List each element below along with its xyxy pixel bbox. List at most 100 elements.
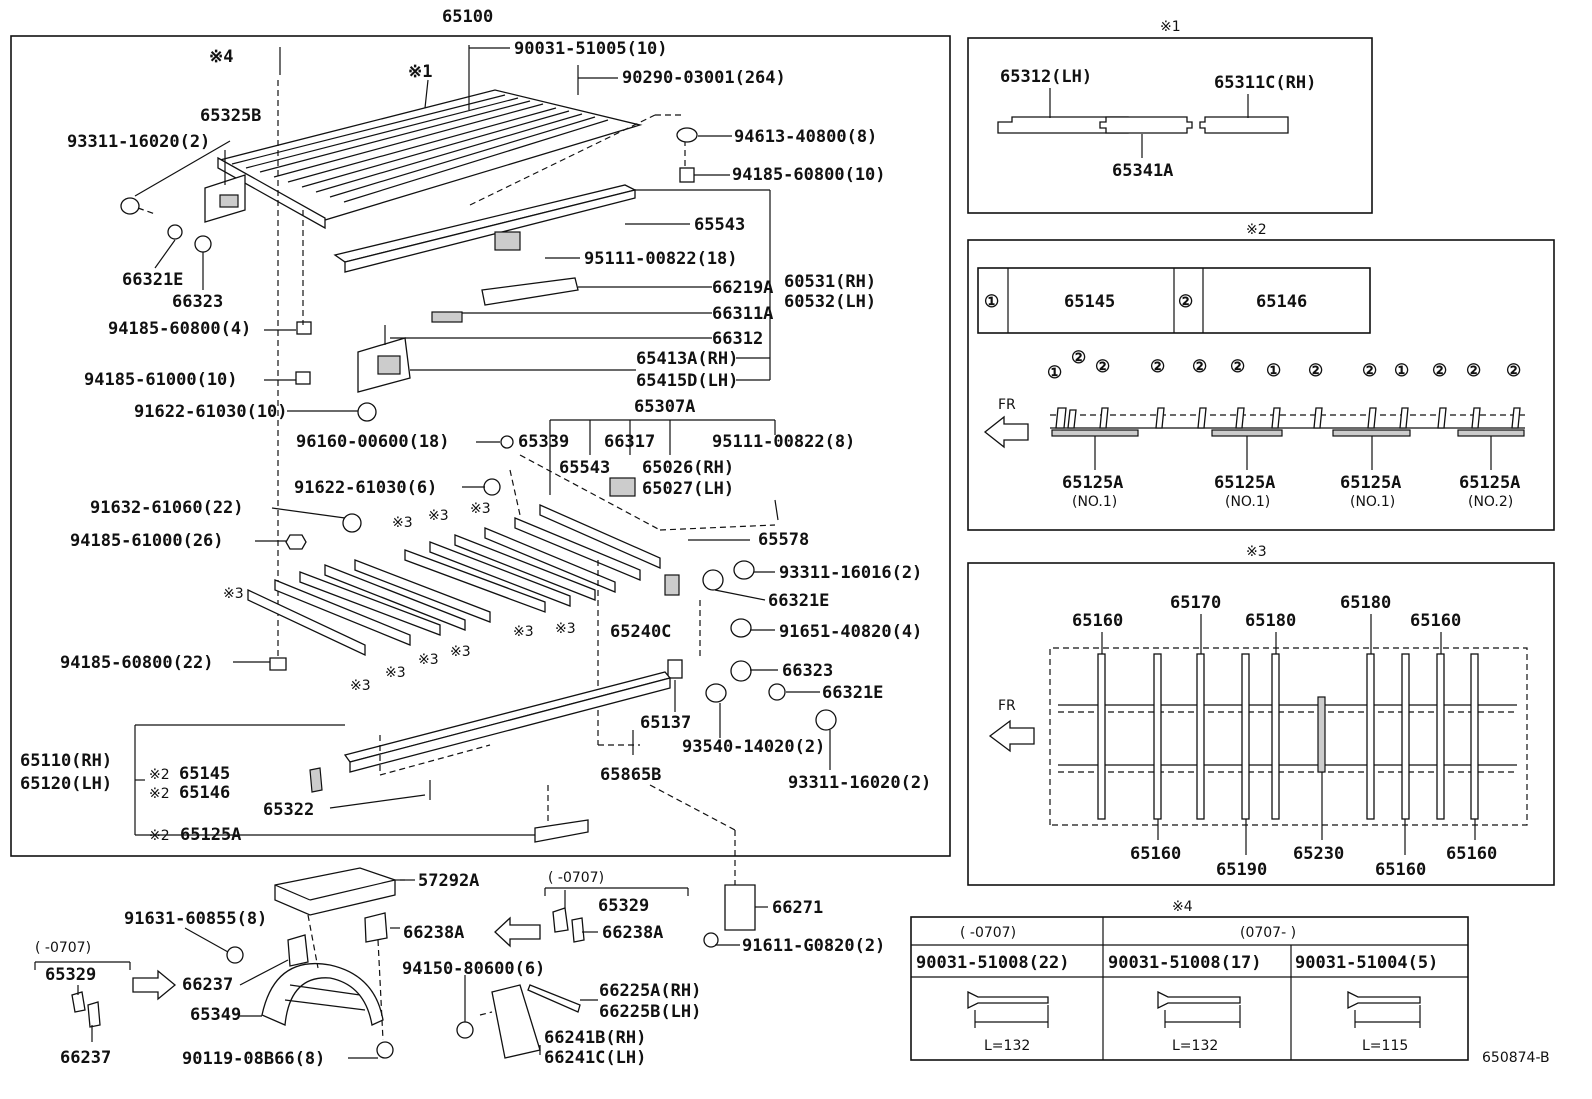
label-65110: 65110(RH)	[20, 751, 112, 771]
label-65325b: 65325B	[200, 106, 261, 126]
label-93311-16020-b: 93311-16020(2)	[788, 773, 931, 793]
label-x4: ※4	[209, 47, 233, 67]
tag-plate	[309, 767, 323, 793]
label-66271: 66271	[772, 898, 823, 918]
inset3-bottom-2: 65190	[1216, 860, 1267, 880]
label-65413a: 65413A(RH)	[636, 349, 738, 369]
inset2-clips	[1051, 407, 1525, 437]
leader-lines	[134, 47, 831, 809]
inset2-group3-no: (NO.1)	[1350, 494, 1395, 510]
label-65307a: 65307A	[634, 397, 695, 417]
inset2-key2-part: 65146	[1256, 292, 1307, 312]
hinge-bar	[481, 277, 579, 306]
main-title: 65100	[442, 7, 493, 27]
label-94185-60800-4: 94185-60800(4)	[108, 319, 251, 339]
inset1-frame	[967, 37, 1373, 214]
label-x3-8: ※3	[418, 652, 439, 668]
inset2-sym-2f: ②	[1308, 361, 1323, 381]
inset4-part-2: 90031-51008(17)	[1108, 953, 1262, 973]
inset2-sym-2d: ②	[1192, 357, 1207, 377]
inset2-sym-1a: ①	[1047, 363, 1062, 383]
label-96160-00600: 96160-00600(18)	[296, 432, 450, 452]
inset3-outline	[1049, 647, 1528, 826]
inset3-fr-arrow-icon	[988, 719, 1035, 753]
label-66311a: 66311A	[712, 304, 773, 324]
label-65329-a: 65329	[598, 896, 649, 916]
inset4-length-3: L=115	[1362, 1038, 1408, 1054]
label-65027: 65027(LH)	[642, 479, 734, 499]
inset2-group3-part: 65125A	[1340, 473, 1401, 493]
label-range-0707-a: ( -0707)	[548, 870, 604, 886]
label-65240c: 65240C	[610, 622, 671, 642]
inset2-sym-2i: ②	[1466, 361, 1481, 381]
inset2-title: ※2	[1246, 222, 1267, 238]
label-90119-08b66: 90119-08B66(8)	[182, 1049, 325, 1069]
label-x2-b: ※2	[149, 786, 170, 802]
inset2-sym-1c: ①	[1394, 361, 1409, 381]
label-65578: 65578	[758, 530, 809, 550]
label-95111-00822-18: 95111-00822(18)	[584, 249, 738, 269]
inset2-fr-arrow-icon	[983, 415, 1029, 449]
label-x3-5: ※3	[513, 624, 534, 640]
inset2-group1-no: (NO.1)	[1072, 494, 1117, 510]
inset3-top-3: 65180	[1245, 611, 1296, 631]
inset2-group4-no: (NO.2)	[1468, 494, 1513, 510]
inset2-sym-2h: ②	[1432, 361, 1447, 381]
inset2-group2-part: 65125A	[1214, 473, 1275, 493]
label-66225a: 66225A(RH)	[599, 981, 701, 1001]
label-66225b: 66225B(LH)	[599, 1002, 701, 1022]
inset3-bottom-1: 65160	[1130, 844, 1181, 864]
label-65339: 65339	[518, 432, 569, 452]
label-x1: ※1	[408, 62, 432, 82]
front-bracket	[204, 174, 246, 223]
label-66321e-a: 66321E	[122, 270, 183, 290]
inset2-sym-2g: ②	[1362, 361, 1377, 381]
inset3-fr: FR	[998, 698, 1016, 714]
label-66241c: 66241C(LH)	[544, 1048, 646, 1068]
inset2-fr: FR	[998, 397, 1016, 413]
label-91631-60855: 91631-60855(8)	[124, 909, 267, 929]
label-91611-g0820: 91611-G0820(2)	[742, 936, 885, 956]
inset4-part-3: 90031-51004(5)	[1295, 953, 1438, 973]
inset2-group2-no: (NO.1)	[1225, 494, 1270, 510]
label-65146: 65146	[179, 783, 230, 803]
label-x3-1: ※3	[392, 515, 413, 531]
latch-part	[431, 311, 463, 323]
inset3-frame	[967, 562, 1555, 886]
label-range-0707-b: ( -0707)	[35, 940, 91, 956]
inset3-top-5: 65160	[1410, 611, 1461, 631]
inset1-middle-label: 65341A	[1112, 161, 1173, 181]
label-66321e-c: 66321E	[822, 683, 883, 703]
inset3-bottom-5: 65160	[1446, 844, 1497, 864]
label-65125a: 65125A	[180, 825, 241, 845]
label-65120: 65120(LH)	[20, 774, 112, 794]
inset2-group4-part: 65125A	[1459, 473, 1520, 493]
label-60531: 60531(RH)	[784, 272, 876, 292]
screw-icon	[967, 990, 1421, 1028]
inset2-sym-1b: ①	[1266, 361, 1281, 381]
inset2-group1-part: 65125A	[1062, 473, 1123, 493]
label-93311-16016: 93311-16016(2)	[779, 563, 922, 583]
label-91651-40820: 91651-40820(4)	[779, 622, 922, 642]
label-66317: 66317	[604, 432, 655, 452]
crossmember-bracket	[609, 477, 683, 679]
label-65349: 65349	[190, 1005, 241, 1025]
inset2-sym-2j: ②	[1506, 361, 1521, 381]
label-66312: 66312	[712, 329, 763, 349]
inset4-range-1: ( -0707)	[960, 925, 1016, 941]
fender-brackets	[71, 884, 756, 1059]
label-66237-b: 66237	[60, 1048, 111, 1068]
inset2-sym-2e: ②	[1230, 357, 1245, 377]
label-91632-61060: 91632-61060(22)	[90, 498, 244, 518]
label-x3-2: ※3	[428, 508, 449, 524]
inset4-range-2: (0707- )	[1240, 925, 1296, 941]
label-x3-3: ※3	[470, 501, 491, 517]
label-91622-61030-6: 91622-61030(6)	[294, 478, 437, 498]
inset4-title: ※4	[1172, 899, 1193, 915]
mud-guard-panel	[274, 867, 405, 916]
label-93311-16020-a: 93311-16020(2)	[67, 132, 210, 152]
inset4-length-1: L=132	[984, 1038, 1030, 1054]
inset2-sym-2b: ②	[1095, 357, 1110, 377]
label-65865b: 65865B	[600, 765, 661, 785]
